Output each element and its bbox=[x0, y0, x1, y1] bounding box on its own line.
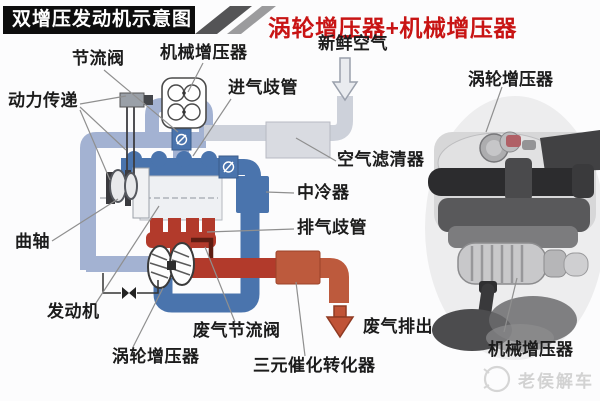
exhaust-out-arrow bbox=[325, 305, 355, 339]
label-supercharger: 机械增压器 bbox=[160, 43, 248, 62]
leader-lines bbox=[51, 62, 518, 357]
photo-label-supercharger: 机械增压器 bbox=[488, 340, 573, 359]
page-title: 涡轮增压器+机械增压器 bbox=[268, 15, 517, 41]
supercharger-shape bbox=[161, 77, 207, 129]
engine-photo bbox=[425, 96, 600, 360]
turbocharger-shape bbox=[147, 242, 195, 289]
label-air-filter: 空气滤清器 bbox=[337, 150, 425, 169]
fresh-air-arrow bbox=[331, 57, 359, 102]
banner-title: 双增压发动机示意图 bbox=[3, 6, 195, 34]
tailpipe bbox=[308, 258, 349, 303]
label-crankshaft: 曲轴 bbox=[15, 232, 50, 251]
photo-turbocharger bbox=[479, 131, 536, 163]
label-fresh-air: 新鲜空气 bbox=[318, 34, 388, 53]
bypass-check-valve bbox=[102, 273, 159, 299]
label-exhaust-out: 废气排出 bbox=[363, 317, 433, 336]
throttle-valve-shape bbox=[171, 128, 192, 151]
secondary-valve-shape bbox=[218, 155, 239, 179]
wastegate-pipe bbox=[191, 237, 214, 262]
engine-block bbox=[100, 175, 223, 221]
belt-drive bbox=[106, 92, 153, 219]
label-throttle-valve: 节流阀 bbox=[72, 49, 125, 68]
banner-stripes bbox=[195, 6, 276, 34]
watermark-text: 老侯解车 bbox=[518, 372, 594, 391]
label-power-transfer: 动力传递 bbox=[8, 91, 78, 110]
boost-pipes bbox=[121, 151, 269, 313]
label-intake-manifold: 进气歧管 bbox=[228, 78, 298, 97]
label-intercooler: 中冷器 bbox=[297, 183, 350, 202]
photo-supercharger bbox=[457, 242, 589, 285]
label-catalytic-converter: 三元催化转化器 bbox=[253, 356, 376, 375]
fresh-air-pipe bbox=[204, 96, 353, 141]
label-exhaust-manifold: 排气歧管 bbox=[297, 218, 367, 237]
catalytic-converter-box bbox=[275, 250, 321, 285]
photo-cam-cover bbox=[540, 130, 600, 172]
intercooler-box bbox=[236, 176, 269, 213]
label-turbocharger: 涡轮增压器 bbox=[112, 347, 200, 366]
label-exhaust-throttle-valve: 废气节流阀 bbox=[193, 321, 281, 340]
label-engine: 发动机 bbox=[47, 302, 100, 321]
photo-label-turbocharger: 涡轮增压器 bbox=[468, 70, 553, 89]
watermark-logo-icon bbox=[483, 365, 511, 393]
